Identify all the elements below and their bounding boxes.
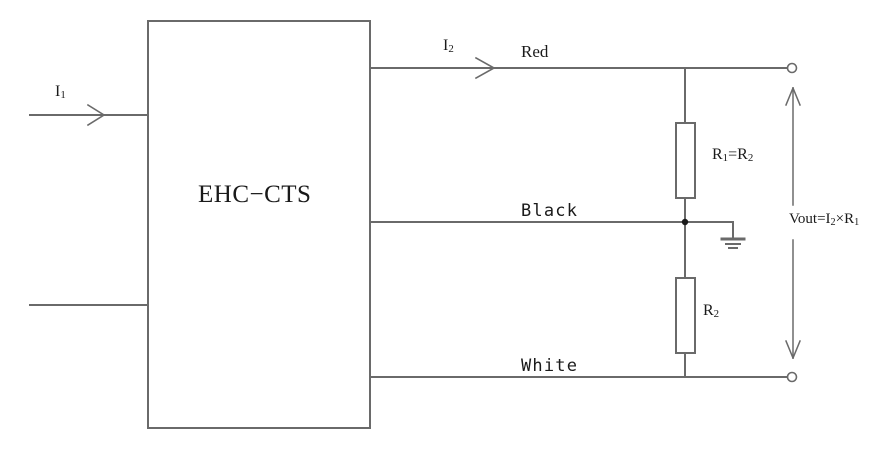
secondary-current-symbol: I <box>443 37 449 54</box>
ehc-cts-unit-label: EHC−CTS <box>198 181 312 208</box>
lower-resistor-label: R2 <box>703 303 719 320</box>
upper-resistor-symbol-2: R <box>737 146 748 163</box>
black-wire-label: Black <box>521 201 579 221</box>
output-voltage-subscript-1: 2 <box>830 216 836 228</box>
primary-current-subscript: 1 <box>60 88 66 101</box>
upper-resistor-label: R1=R2 <box>712 147 753 164</box>
output-terminal-negative <box>786 371 798 383</box>
secondary-current-subscript: 2 <box>448 42 454 55</box>
secondary-current-arrowhead <box>474 56 496 80</box>
primary-current-label: I1 <box>55 84 66 101</box>
upper-resistor-symbol-1: R <box>712 146 723 163</box>
white-wire-label: White <box>521 356 579 376</box>
red-wire-label: Red <box>521 42 549 61</box>
lower-resistor-subscript: 2 <box>713 307 720 320</box>
primary-current-arrowhead <box>86 103 106 127</box>
output-voltage-suffix: R <box>844 211 855 227</box>
primary-current-symbol: I <box>55 83 61 100</box>
lower-resistor-symbol: R <box>703 302 714 319</box>
output-voltage-times: × <box>835 211 845 227</box>
vout-arrow-lower-head-left <box>785 340 794 359</box>
vout-arrow-upper-head-right <box>792 87 801 106</box>
output-voltage-prefix: Vout=I <box>789 211 831 227</box>
ehc-cts-box <box>147 20 371 429</box>
resistor-r2-body <box>675 277 696 354</box>
resistor-r1-body <box>675 122 696 199</box>
wire-junction-dot <box>681 218 689 226</box>
upper-resistor-operator: = <box>728 146 738 163</box>
output-voltage-label: Vout=I2×R1 <box>789 212 859 228</box>
output-voltage-subscript-2: 1 <box>854 216 860 228</box>
vout-arrow-lower-head-right <box>792 340 801 359</box>
secondary-current-label: I2 <box>443 38 454 55</box>
upper-resistor-subscript-2: 2 <box>747 151 754 164</box>
vout-arrow-upper-head-left <box>785 87 794 106</box>
upper-resistor-subscript-1: 1 <box>722 151 729 164</box>
output-terminal-positive <box>786 62 798 74</box>
